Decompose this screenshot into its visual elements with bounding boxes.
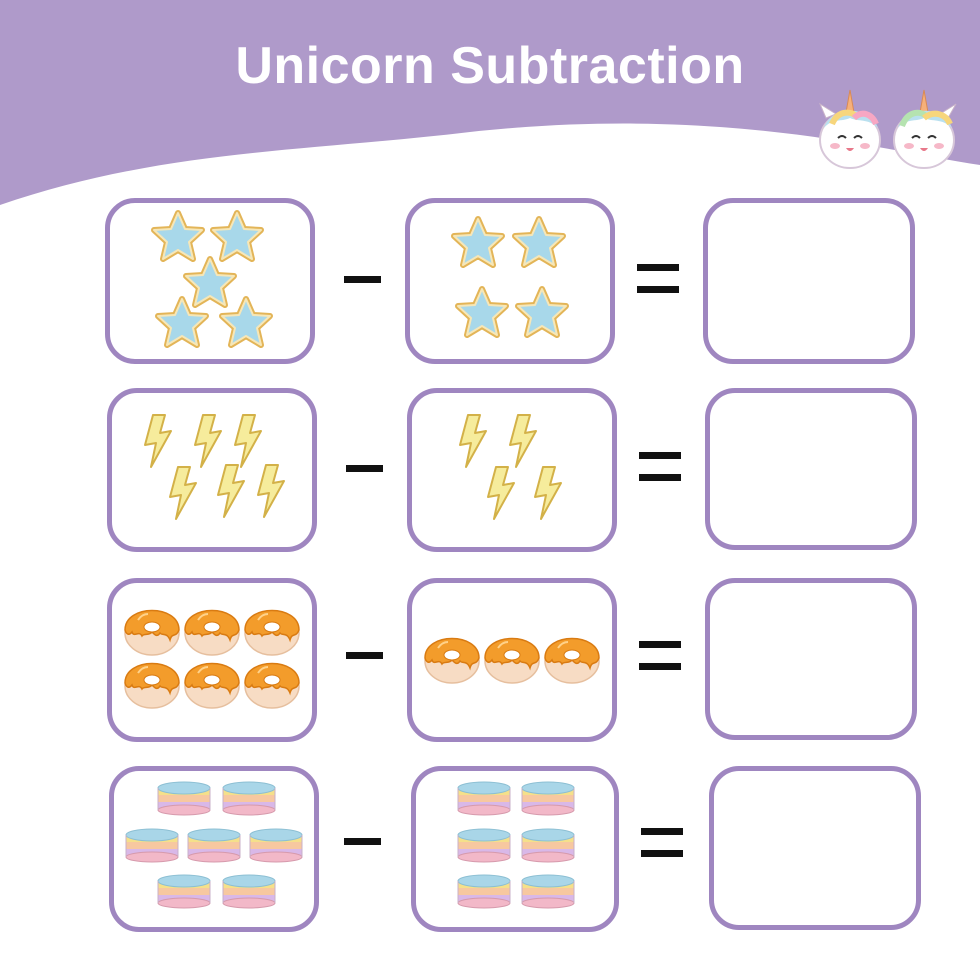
equals-sign-top-bar <box>637 264 679 271</box>
lightning-icon <box>194 414 222 468</box>
cake-icon <box>249 828 303 863</box>
lightning-icon <box>487 466 515 520</box>
minus-sign <box>344 838 381 845</box>
lightning-icon <box>144 414 172 468</box>
donut-icon <box>124 662 180 709</box>
star-icon <box>515 219 563 265</box>
star-icon <box>454 219 502 265</box>
cake-icon <box>521 874 575 909</box>
equals-sign-bottom-bar <box>639 663 681 670</box>
unicorn-face-icon <box>818 89 881 169</box>
cake-icon <box>157 874 211 909</box>
cake-icon <box>125 828 179 863</box>
donut-icon <box>244 609 300 656</box>
right-picture-box <box>407 578 617 742</box>
header-banner <box>0 0 980 205</box>
lightning-icon <box>217 464 245 518</box>
star-icon <box>458 289 506 335</box>
left-picture-box <box>107 388 317 552</box>
right-picture-box <box>407 388 617 552</box>
lightning-icon <box>234 414 262 468</box>
right-picture-box <box>405 198 615 364</box>
donut-icon <box>184 662 240 709</box>
donut-icon <box>124 609 180 656</box>
answer-box[interactable] <box>703 198 915 364</box>
minus-sign <box>346 465 383 472</box>
donut-icon <box>424 637 480 684</box>
equals-sign-top-bar <box>639 452 681 459</box>
equals-sign-bottom-bar <box>639 474 681 481</box>
donut-icon <box>184 609 240 656</box>
unicorn-faces-icon <box>818 89 957 169</box>
equals-sign-top-bar <box>641 828 683 835</box>
lightning-icon <box>257 464 285 518</box>
left-picture-box <box>109 766 319 932</box>
cake-icon <box>457 828 511 863</box>
lightning-icon <box>534 466 562 520</box>
equals-sign-top-bar <box>639 641 681 648</box>
cake-icon <box>521 828 575 863</box>
lightning-icon <box>459 414 487 468</box>
lightning-icon <box>509 414 537 468</box>
minus-sign <box>344 276 381 283</box>
unicorn-face-icon <box>893 89 957 169</box>
left-picture-box <box>107 578 317 742</box>
cake-icon <box>457 874 511 909</box>
equals-sign-bottom-bar <box>641 850 683 857</box>
equals-sign-bottom-bar <box>637 286 679 293</box>
answer-box[interactable] <box>705 578 917 740</box>
cake-icon <box>457 781 511 816</box>
cake-icon <box>222 781 276 816</box>
donut-icon <box>244 662 300 709</box>
star-icon <box>518 289 566 335</box>
star-icon <box>154 213 202 259</box>
cake-icon <box>157 781 211 816</box>
right-picture-box <box>411 766 619 932</box>
left-picture-box <box>105 198 315 364</box>
donut-icon <box>484 637 540 684</box>
lightning-icon <box>169 466 197 520</box>
answer-box[interactable] <box>709 766 921 930</box>
page-title: Unicorn Subtraction <box>235 37 745 95</box>
star-icon <box>213 213 261 259</box>
cake-icon <box>187 828 241 863</box>
star-icon <box>186 259 234 305</box>
donut-icon <box>544 637 600 684</box>
cake-icon <box>521 781 575 816</box>
cake-icon <box>222 874 276 909</box>
answer-box[interactable] <box>705 388 917 550</box>
minus-sign <box>346 652 383 659</box>
star-icon <box>222 299 270 345</box>
